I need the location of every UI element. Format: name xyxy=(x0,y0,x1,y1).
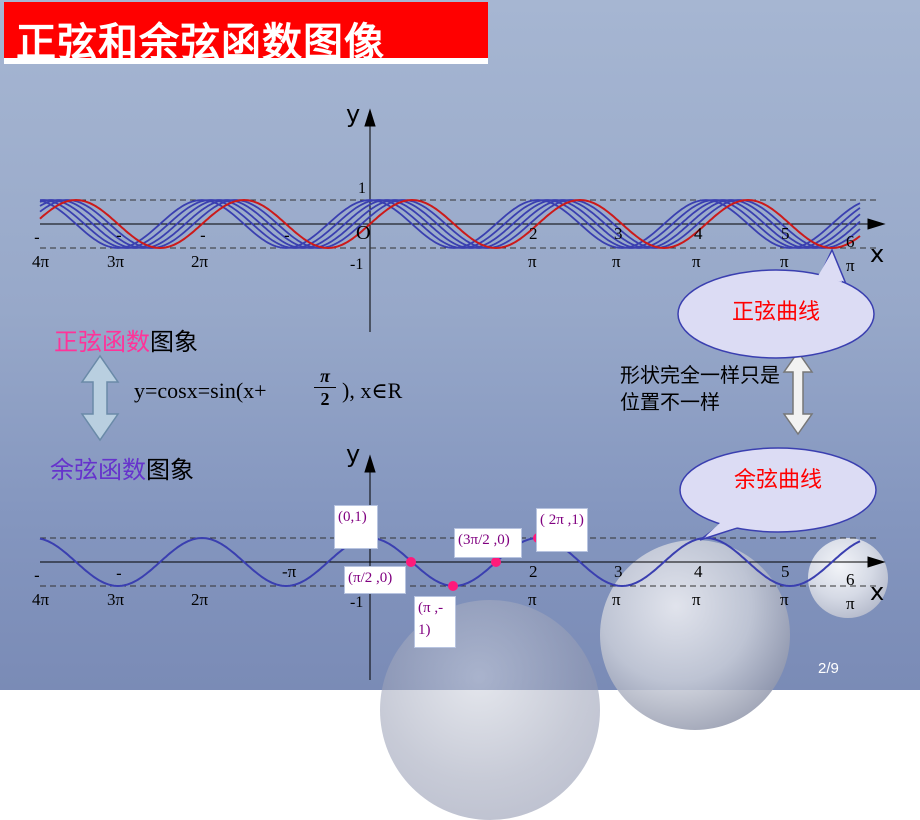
bottom-tick-top-7: 6 xyxy=(846,570,855,589)
bottom-x-arrow xyxy=(867,556,886,568)
top-x-label: x xyxy=(870,240,885,268)
formula-tail: ), x∈R xyxy=(342,378,403,403)
slide-title: 正弦和余弦函数图像 xyxy=(16,20,385,66)
cosine-label-suffix: 图象 xyxy=(146,456,194,484)
sine-bubble-shape xyxy=(677,248,875,359)
bottom-tick-bottom-6: π xyxy=(780,590,789,609)
double-arrow-right xyxy=(782,350,814,436)
top-tick-top-4: 2 xyxy=(529,224,538,243)
bottom-neg-one-label: -1 xyxy=(350,594,364,611)
bottom-tick-bottom-2: 2π xyxy=(191,590,209,609)
bottom-tick-top-5: 4 xyxy=(694,562,703,581)
cosine-label-colored: 余弦函数 xyxy=(50,456,146,484)
shifted-sine-curve xyxy=(39,199,861,249)
bottom-tick-top-1: - xyxy=(116,564,122,583)
bottom-y-label: y xyxy=(346,440,361,468)
top-tick-bottom-2: 2π xyxy=(191,252,209,271)
sine-curve xyxy=(39,198,861,250)
top-tick-top-6: 4 xyxy=(694,224,703,243)
page-number: 2/9 xyxy=(818,660,839,677)
point-pi-half xyxy=(406,557,416,567)
sine-label: 正弦函数图象 xyxy=(54,322,198,357)
top-tick-top-5: 3 xyxy=(614,224,623,243)
decorative-sphere-small xyxy=(808,538,888,618)
bottom-tick-bottom-4: π xyxy=(612,590,621,609)
bottom-tick-bottom-3: π xyxy=(528,590,537,609)
title-banner: 正弦和余弦函数图像 xyxy=(4,2,488,66)
top-tick-top-0: - xyxy=(34,228,40,247)
top-tick-top-3: - xyxy=(284,226,290,245)
bottom-tick-top-4: 3 xyxy=(614,562,623,581)
cosine-bubble-shape xyxy=(679,447,877,541)
point-pi xyxy=(448,581,458,591)
top-origin-label: O xyxy=(356,222,371,244)
top-tick-top-2: - xyxy=(200,226,206,245)
comparison-note: 形状完全一样只是位置不一样 xyxy=(620,363,780,414)
top-tick-top-7: 5 xyxy=(781,224,790,243)
top-tick-bottom-0: 4π xyxy=(32,252,50,271)
bottom-tick-bottom-5: π xyxy=(692,590,701,609)
top-tick-bottom-7: π xyxy=(846,256,855,275)
cosine-label: 余弦函数图象 xyxy=(50,450,194,485)
shifted-sine-curves xyxy=(39,199,861,249)
top-neg-one-label: -1 xyxy=(350,256,364,273)
double-arrow-left xyxy=(80,354,120,442)
sine-label-suffix: 图象 xyxy=(150,328,198,356)
top-one-label: 1 xyxy=(358,180,366,197)
top-tick-top-8: 6 xyxy=(846,232,855,251)
bottom-tick-top-6: 5 xyxy=(781,562,790,581)
top-x-arrow xyxy=(867,218,886,230)
point-label-pi-half: (π/2 ,0) xyxy=(344,566,406,594)
top-tick-bottom-1: 3π xyxy=(107,252,125,271)
point-label-pi: (π ,-1) xyxy=(414,596,456,648)
bottom-tick-top-0: - xyxy=(34,566,40,585)
bottom-tick-top-3: 2 xyxy=(529,562,538,581)
shifted-sine-curve xyxy=(39,199,861,249)
bottom-y-arrow xyxy=(364,454,376,473)
shifted-sine-curve xyxy=(39,199,861,249)
cosine-bubble-text: 余弦曲线 xyxy=(733,468,822,493)
point-label-2pi: ( 2π ,1) xyxy=(536,508,588,552)
top-tick-top-1: - xyxy=(116,226,122,245)
top-tick-bottom-6: π xyxy=(780,252,789,271)
bottom-tick-bottom-7: π xyxy=(846,594,855,613)
top-graph-axes xyxy=(40,108,886,332)
fraction-denominator: 2 xyxy=(320,389,330,409)
bottom-x-label: x xyxy=(870,578,885,606)
sine-label-colored: 正弦函数 xyxy=(54,328,150,356)
bottom-tick-bottom-1: 3π xyxy=(107,590,125,609)
sine-bubble-text: 正弦曲线 xyxy=(731,300,820,325)
top-tick-bottom-3: π xyxy=(528,252,537,271)
bottom-tick-top-2: -π xyxy=(282,562,297,581)
point-3pi-half xyxy=(491,557,501,567)
fraction-bar xyxy=(314,387,336,388)
fraction-numerator: π xyxy=(320,366,330,386)
bottom-tick-bottom-0: 4π xyxy=(32,590,50,609)
formula-lead: y=cosx=sin(x+ xyxy=(134,378,267,403)
top-y-label: y xyxy=(346,100,361,128)
point-label-3pi-half: (3π/2 ,0) xyxy=(454,528,522,558)
point-label-0-1: (0,1) xyxy=(334,505,378,549)
top-y-arrow xyxy=(364,108,376,127)
top-tick-bottom-5: π xyxy=(692,252,701,271)
top-tick-bottom-4: π xyxy=(612,252,621,271)
formula-fraction: π 2 xyxy=(312,367,338,408)
